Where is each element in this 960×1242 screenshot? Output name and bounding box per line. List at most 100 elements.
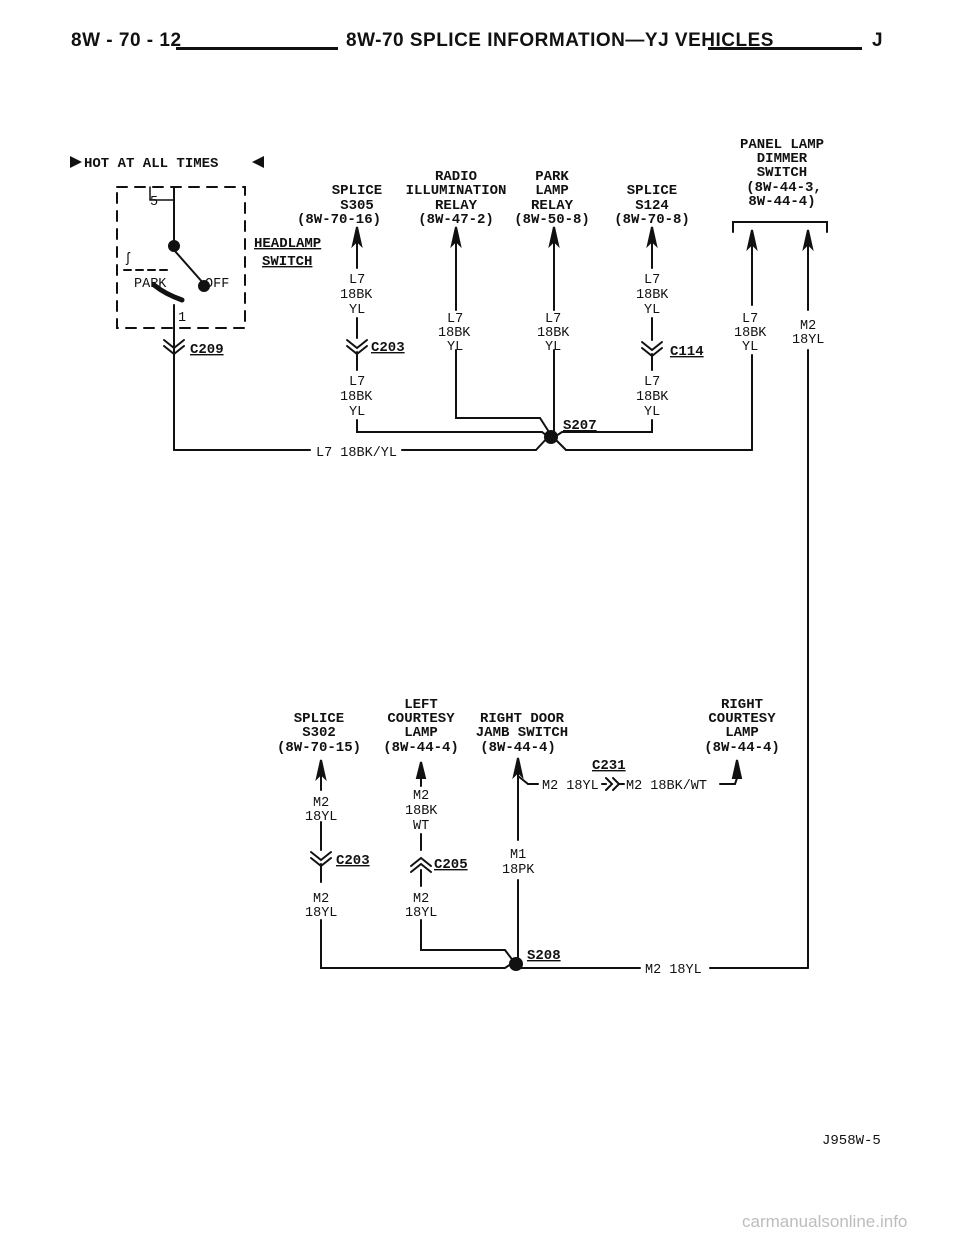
c209-connector-symbol: [163, 339, 185, 356]
panel-dest-4: (8W-44-3,: [746, 180, 822, 196]
wire-gauge: 18BK: [636, 390, 669, 405]
c205-connector-symbol: [410, 856, 432, 873]
page-number: 8W - 70 - 12: [71, 30, 182, 51]
wire-color: YL: [349, 405, 365, 420]
wire-code: M1: [510, 848, 526, 863]
c231-left-wire-label: M2 18YL: [542, 779, 599, 794]
hot-arrow-right-icon: [252, 156, 264, 168]
s207-splice-dot: [544, 430, 558, 444]
wire-color: WT: [413, 819, 429, 834]
park-dest-1: PARK: [535, 169, 569, 185]
radio-dest-2: ILLUMINATION: [406, 183, 507, 199]
hot-arrow-left-icon: [70, 156, 82, 168]
wire-gauge: 18BK: [537, 326, 570, 341]
c114-label: C114: [670, 344, 704, 360]
wire-label-panel-m2: M2 18YL: [792, 319, 824, 348]
s302-dest-2: S302: [302, 725, 336, 741]
l7-bus-label: L7 18BK/YL: [316, 446, 397, 461]
fuse-number: 5: [150, 195, 158, 210]
panel-dest-5: 8W-44-4): [748, 194, 815, 210]
wire-code: L7: [349, 273, 365, 288]
wire-code: L7: [644, 273, 660, 288]
c209-label: C209: [190, 342, 224, 358]
s124-dest-3: (8W-70-8): [614, 212, 690, 228]
wire-gauge: 18YL: [792, 333, 824, 348]
c203-top-label: C203: [371, 340, 405, 356]
wire-code: L7: [644, 375, 660, 390]
left-courtesy-dest-3: LAMP: [404, 725, 438, 741]
panel-dimmer-bracket: [732, 221, 828, 233]
park-dest-3: RELAY: [531, 198, 574, 214]
left-courtesy-dest-4: (8W-44-4): [383, 740, 459, 756]
wire-code: M2: [413, 789, 429, 804]
s302-dest-3: (8W-70-15): [277, 740, 361, 756]
s305-dest-1: SPLICE: [332, 183, 382, 199]
wire-color: YL: [644, 303, 660, 318]
switch-off-label: OFF: [205, 277, 229, 292]
wire-gauge: 18BK: [340, 288, 373, 303]
s124-dest-2: S124: [635, 198, 669, 214]
wire-gauge: 18BK: [340, 390, 373, 405]
c231-label: C231: [592, 758, 626, 774]
wire-label-s302-upper: M2 18YL: [305, 796, 337, 825]
panel-dest-2: DIMMER: [757, 151, 808, 167]
panel-dest-1: PANEL LAMP: [740, 137, 824, 153]
wire-gauge: 18BK: [734, 326, 767, 341]
m2-bus-label: M2 18YL: [645, 963, 702, 978]
wire-gauge: 18BK: [636, 288, 669, 303]
wire-gauge: 18PK: [502, 863, 535, 878]
s207-label: S207: [563, 418, 597, 434]
wire-label-panel-l7: L7 18BK YL: [734, 312, 767, 355]
door-jamb-dest-1: RIGHT DOOR: [480, 711, 565, 727]
section-letter: J: [872, 30, 884, 51]
wire-color: YL: [545, 340, 561, 355]
park-dest-2: LAMP: [535, 183, 569, 199]
hot-at-all-times-label: HOT AT ALL TIMES: [84, 156, 218, 172]
wire-label-s305-upper: L7 18BK YL: [340, 273, 373, 318]
wire-code: M2: [313, 892, 329, 907]
door-jamb-dest-2: JAMB SWITCH: [476, 725, 568, 741]
s208-splice-dot: [509, 957, 523, 971]
wire-code: L7: [349, 375, 365, 390]
header-rule-left: [176, 47, 338, 50]
s124-dest-1: SPLICE: [627, 183, 677, 199]
switch-terminal-label: 1: [178, 311, 186, 326]
headlamp-switch-label-1: HEADLAMP: [254, 236, 321, 252]
wire-gauge: 18BK: [405, 804, 438, 819]
s305-dest-2: S305: [340, 198, 374, 214]
wire-gauge: 18YL: [305, 810, 337, 825]
park-contact: [151, 282, 185, 303]
radio-dest-1: RADIO: [435, 169, 477, 185]
wire-gauge: 18YL: [405, 906, 437, 921]
wire-label-door-jamb: M1 18PK: [502, 848, 535, 878]
s208-label: S208: [527, 948, 561, 964]
fuse-symbol-text: ʃ: [124, 252, 132, 267]
c231-right-wire-label: M2 18BK/WT: [626, 779, 707, 794]
fuse-5-symbol: [149, 186, 175, 201]
wire-label-s302-lower: M2 18YL: [305, 892, 337, 921]
c203-bottom-label: C203: [336, 853, 370, 869]
right-courtesy-dest-1: RIGHT: [721, 697, 763, 713]
radio-dest-4: (8W-47-2): [418, 212, 494, 228]
header-rule-right: [708, 47, 862, 50]
headlamp-switch-label-2: SWITCH: [262, 254, 312, 270]
watermark: carmanualsonline.info: [742, 1212, 908, 1231]
headlamp-switch-box: [116, 186, 246, 329]
s302-dest-1: SPLICE: [294, 711, 344, 727]
wire-color: YL: [447, 340, 463, 355]
wire-code: M2: [413, 892, 429, 907]
wire-label-park: L7 18BK YL: [537, 312, 570, 355]
wire-gauge: 18YL: [305, 906, 337, 921]
park-dest-4: (8W-50-8): [514, 212, 590, 228]
wire-label-left-courtesy-lower: M2 18YL: [405, 892, 437, 921]
wire-color: YL: [349, 303, 365, 318]
wire-label-left-courtesy-upper: M2 18BK WT: [405, 789, 438, 834]
figure-reference: J958W-5: [822, 1133, 881, 1149]
wire-gauge: 18BK: [438, 326, 471, 341]
panel-dest-3: SWITCH: [757, 165, 807, 181]
door-jamb-dest-3: (8W-44-4): [480, 740, 556, 756]
wire-color: YL: [644, 405, 660, 420]
right-courtesy-dest-3: LAMP: [725, 725, 759, 741]
wire-code: L7: [447, 312, 463, 327]
